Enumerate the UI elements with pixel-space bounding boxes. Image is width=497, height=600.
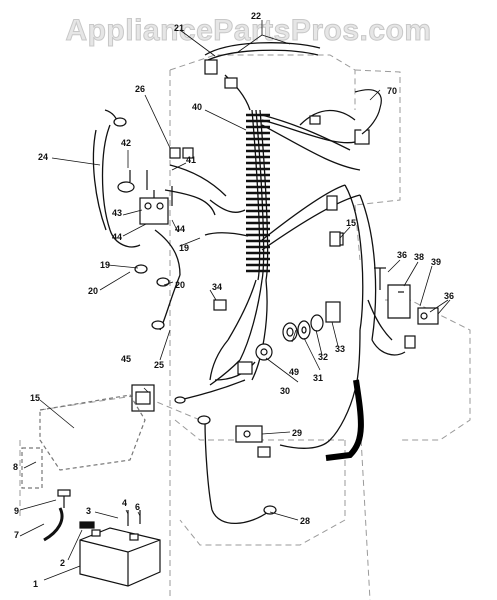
leader-lines — [19, 20, 451, 581]
callout-c4: 4 — [122, 498, 127, 508]
corrugated-loom — [246, 113, 270, 273]
callout-c25: 25 — [154, 360, 164, 370]
ignition-switch-icon — [255, 343, 273, 361]
callout-c3: 3 — [86, 506, 91, 516]
callout-c44b: 44 — [175, 224, 185, 234]
callout-c70: 70 — [387, 86, 397, 96]
callout-c19b: 19 — [179, 243, 189, 253]
callout-c36b: 36 — [444, 291, 454, 301]
callout-c7: 7 — [14, 530, 19, 540]
callout-c34: 34 — [212, 282, 222, 292]
bracket-icon — [387, 284, 411, 319]
callout-c20b: 20 — [175, 280, 185, 290]
callout-c45: 45 — [121, 354, 131, 364]
plate-icon — [131, 384, 155, 412]
callout-c28: 28 — [300, 516, 310, 526]
callout-c19a: 19 — [100, 260, 110, 270]
callout-c30: 30 — [280, 386, 290, 396]
panel-icon — [21, 447, 43, 489]
callout-c32: 32 — [318, 352, 328, 362]
callout-c2: 2 — [60, 558, 65, 568]
bolt-icons — [57, 170, 386, 526]
callout-c49: 49 — [289, 367, 299, 377]
callout-c42: 42 — [121, 138, 131, 148]
callout-c21: 21 — [174, 23, 184, 33]
callout-c24: 24 — [38, 152, 48, 162]
components — [21, 59, 439, 587]
black-sleeve — [325, 379, 364, 461]
callout-c8: 8 — [13, 462, 18, 472]
solenoid-icon — [139, 190, 169, 225]
fuse-holder-icon — [79, 521, 95, 529]
housing-icon — [39, 394, 146, 471]
callout-c31: 31 — [313, 373, 323, 383]
battery-icon — [79, 527, 161, 587]
callout-c38: 38 — [414, 252, 424, 262]
watermark-text: AppliancePartsPros.com — [65, 14, 432, 48]
callout-c22: 22 — [251, 11, 261, 21]
callout-labels: 1 2 3 4 6 7 8 9 15 15 19 19 20 20 21 22 … — [13, 11, 454, 589]
callout-c9: 9 — [14, 506, 19, 516]
ring-terminal-icons — [113, 117, 277, 515]
fuse-icon — [329, 231, 341, 247]
seat-switch-icon — [417, 307, 439, 325]
washer-icons — [282, 314, 324, 342]
callout-c39: 39 — [431, 257, 441, 267]
callout-c1: 1 — [33, 579, 38, 589]
battery-cable-icon — [43, 507, 64, 542]
callout-c43: 43 — [112, 208, 122, 218]
callout-c20a: 20 — [88, 286, 98, 296]
callout-c40: 40 — [192, 102, 202, 112]
callout-c29: 29 — [292, 428, 302, 438]
callout-c26: 26 — [135, 84, 145, 94]
callout-c36a: 36 — [397, 250, 407, 260]
callout-c33: 33 — [335, 344, 345, 354]
callout-c41: 41 — [186, 155, 196, 165]
callout-c15b: 15 — [346, 218, 356, 228]
harness-clip-icon — [354, 89, 382, 135]
switch-icon — [235, 425, 263, 443]
callout-c15a: 15 — [30, 393, 40, 403]
chassis-outline — [19, 54, 471, 600]
callout-c44a: 44 — [112, 232, 122, 242]
callout-c6: 6 — [135, 502, 140, 512]
connector-icons — [169, 59, 416, 458]
